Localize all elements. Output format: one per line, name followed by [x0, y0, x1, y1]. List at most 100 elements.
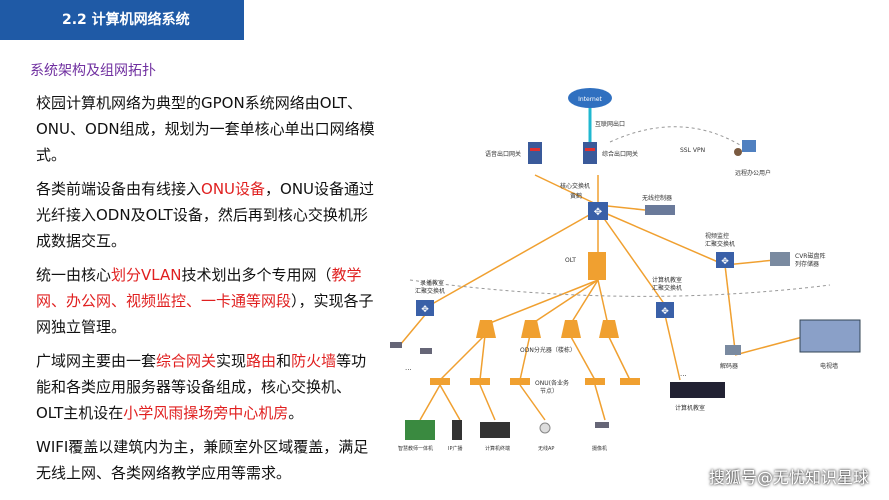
cvr-storage-icon: [770, 252, 790, 266]
ssl-vpn-label: SSL VPN: [680, 147, 705, 154]
network-boundary: [409, 279, 831, 297]
onu-icon: [585, 378, 605, 385]
p2-text-1: 各类前端设备由有线接入: [36, 180, 202, 198]
core-switch-label: 核心交换机: [560, 182, 590, 190]
internet-label: Internet: [578, 96, 602, 103]
broadcast-switch-icon: [416, 300, 434, 316]
onu-label-1: ONU(各业务: [535, 379, 569, 387]
p4-text-3: 和: [276, 352, 292, 370]
p4-text-5: 。: [288, 404, 304, 422]
core-switch-sub-label: 黄鹤: [570, 192, 582, 200]
video-switch-arrows-icon: ✥: [721, 257, 729, 267]
p2-text-2: ，ONU设备通过光纤接入ODN及OLT设备，然后再到核心交换机形成数据交互。: [36, 180, 375, 250]
terminal-label: 计算机终端: [485, 445, 510, 452]
integrated-gateway-light: [585, 148, 595, 151]
p4-text-2: 实现: [216, 352, 247, 370]
onu-icon: [470, 378, 490, 385]
remote-user-icon: [742, 140, 756, 152]
integrated-gateway-icon: [583, 142, 597, 164]
p4-highlight-2: 路由: [246, 352, 277, 370]
lab-switch-icon: [656, 302, 674, 318]
onu-label-2: 节点）: [540, 387, 558, 395]
onu-icon: [620, 378, 640, 385]
network-topology-diagram: Internet 互联网出口 语音出口网关 综合出口网关 SSL VPN 远程办…: [390, 88, 861, 452]
p4-highlight-3: 防火墙: [291, 352, 337, 370]
p2-highlight-1: ONU设备: [201, 180, 266, 198]
core-switch-icon: [588, 202, 608, 220]
wireless-controller-icon: [645, 205, 675, 215]
paragraph-2: 各类前端设备由有线接入ONU设备，ONU设备通过光纤接入ODN及OLT设备，然后…: [36, 176, 376, 254]
video-switch-label-2: 汇聚交换机: [705, 240, 735, 248]
p4-text-1: 广域网主要由一套: [36, 352, 157, 370]
decoder-icon: [725, 345, 741, 355]
onu-icon: [510, 378, 530, 385]
odn-splitter-icon: [476, 320, 496, 338]
odn-splitter-icon: [599, 320, 619, 338]
broadcast-switch-label-1: 录播教室: [420, 279, 444, 287]
lab-switch-arrows-icon: ✥: [661, 307, 669, 317]
lab-ellipsis: ...: [680, 370, 687, 378]
p3-text-3: ），实现各子网独立管理。: [36, 292, 374, 336]
internet-cloud-icon: [568, 88, 612, 108]
paragraph-5: WIFI覆盖以建筑内为主，兼顾室外区域覆盖，满足无线上网、各类网络教学应用等需求…: [36, 438, 369, 482]
smart-blackboard-label: 智慧教师一体机: [398, 445, 433, 452]
header-bar: [0, 0, 244, 40]
connection-lines: [399, 174, 811, 421]
broadcast-ellipsis: ...: [405, 364, 412, 372]
odn-splitter-icon: [561, 320, 581, 338]
voice-gateway-icon: [528, 142, 542, 164]
video-switch-label-1: 视频监控: [705, 232, 729, 240]
p3-highlight-1: 划分VLAN: [111, 266, 182, 284]
p3-highlight-2: 教学网、办公网、视频监控、一卡通等网段: [36, 266, 362, 310]
voice-gateway-label: 语音出口网关: [485, 150, 521, 158]
computer-room-label: 计算机教室: [675, 404, 705, 412]
camera-label: 摄像机: [592, 445, 607, 452]
broadcast-switch-arrows-icon: ✥: [421, 305, 429, 315]
watermark: 搜狐号@无忧知识星球: [708, 468, 869, 487]
computer-room-icon: [670, 382, 725, 398]
odn-splitter-icon: [521, 320, 541, 338]
olt-label: OLT: [565, 257, 576, 264]
wireless-controller-label: 无线控制器: [642, 194, 672, 202]
terminal-icon: [480, 422, 510, 438]
ip-broadcast-icon: [452, 420, 462, 440]
p3-text-1: 统一由核心: [36, 266, 112, 284]
p4-text-4: 等功能和各类应用服务器等设备组成，核心交换机、OLT主机设在: [36, 352, 367, 422]
p3-text-2: 技术划出多个专用网（: [181, 266, 332, 284]
ip-broadcast-label: IP广播: [448, 445, 463, 452]
integrated-gateway-label: 综合出口网关: [602, 150, 638, 158]
olt-icon: [588, 252, 606, 280]
broadcast-camera-icon: [390, 342, 402, 348]
page-title: 2.2 计算机网络系统: [62, 12, 190, 28]
onu-icon: [430, 378, 450, 385]
decoder-label: 解码器: [720, 362, 738, 370]
wireless-ap-icon: [539, 422, 551, 434]
voice-gateway-light: [530, 148, 540, 151]
video-wall-icon: [799, 319, 861, 353]
onu-devices: [430, 378, 640, 385]
odn-splitter-label: ODN分光器（楼栋）: [520, 346, 576, 354]
body-text: 校园计算机网络为典型的GPON系统网络由OLT、ONU、ODN组成，规划为一套单…: [36, 90, 376, 494]
remote-user-person-icon: [734, 148, 742, 156]
video-wall-label: 电视墙: [820, 362, 838, 370]
p4-highlight-4: 小学风雨操场旁中心机房: [123, 404, 289, 422]
smart-blackboard-icon: [405, 420, 435, 440]
broadcast-switch-label-2: 汇聚交换机: [415, 287, 445, 295]
cvr-label-1: CVR磁盘阵: [795, 252, 825, 260]
core-switch-arrows-icon: ✥: [594, 207, 602, 218]
broadcast-camera-icon-2: [420, 348, 432, 354]
internet-exit-label: 互联网出口: [595, 120, 625, 128]
paragraph-1: 校园计算机网络为典型的GPON系统网络由OLT、ONU、ODN组成，规划为一套单…: [36, 94, 375, 164]
p4-highlight-1: 综合网关: [156, 352, 217, 370]
remote-user-label: 远程办公用户: [735, 169, 771, 177]
cvr-label-2: 列存储器: [795, 260, 819, 268]
section-title: 系统架构及组网拓扑: [30, 63, 156, 79]
odn-splitters: [476, 320, 619, 338]
camera-icon: [595, 422, 609, 428]
lab-switch-label-1: 计算机教室: [652, 276, 682, 284]
paragraph-4: 广域网主要由一套综合网关实现路由和防火墙等功能和各类应用服务器等设备组成，核心交…: [36, 348, 376, 426]
paragraph-3: 统一由核心划分VLAN技术划出多个专用网（教学网、办公网、视频监控、一卡通等网段…: [36, 262, 376, 340]
wireless-ap-label: 无线AP: [538, 445, 554, 452]
vpn-link: [609, 126, 741, 146]
lab-switch-label-2: 汇聚交换机: [652, 284, 682, 292]
